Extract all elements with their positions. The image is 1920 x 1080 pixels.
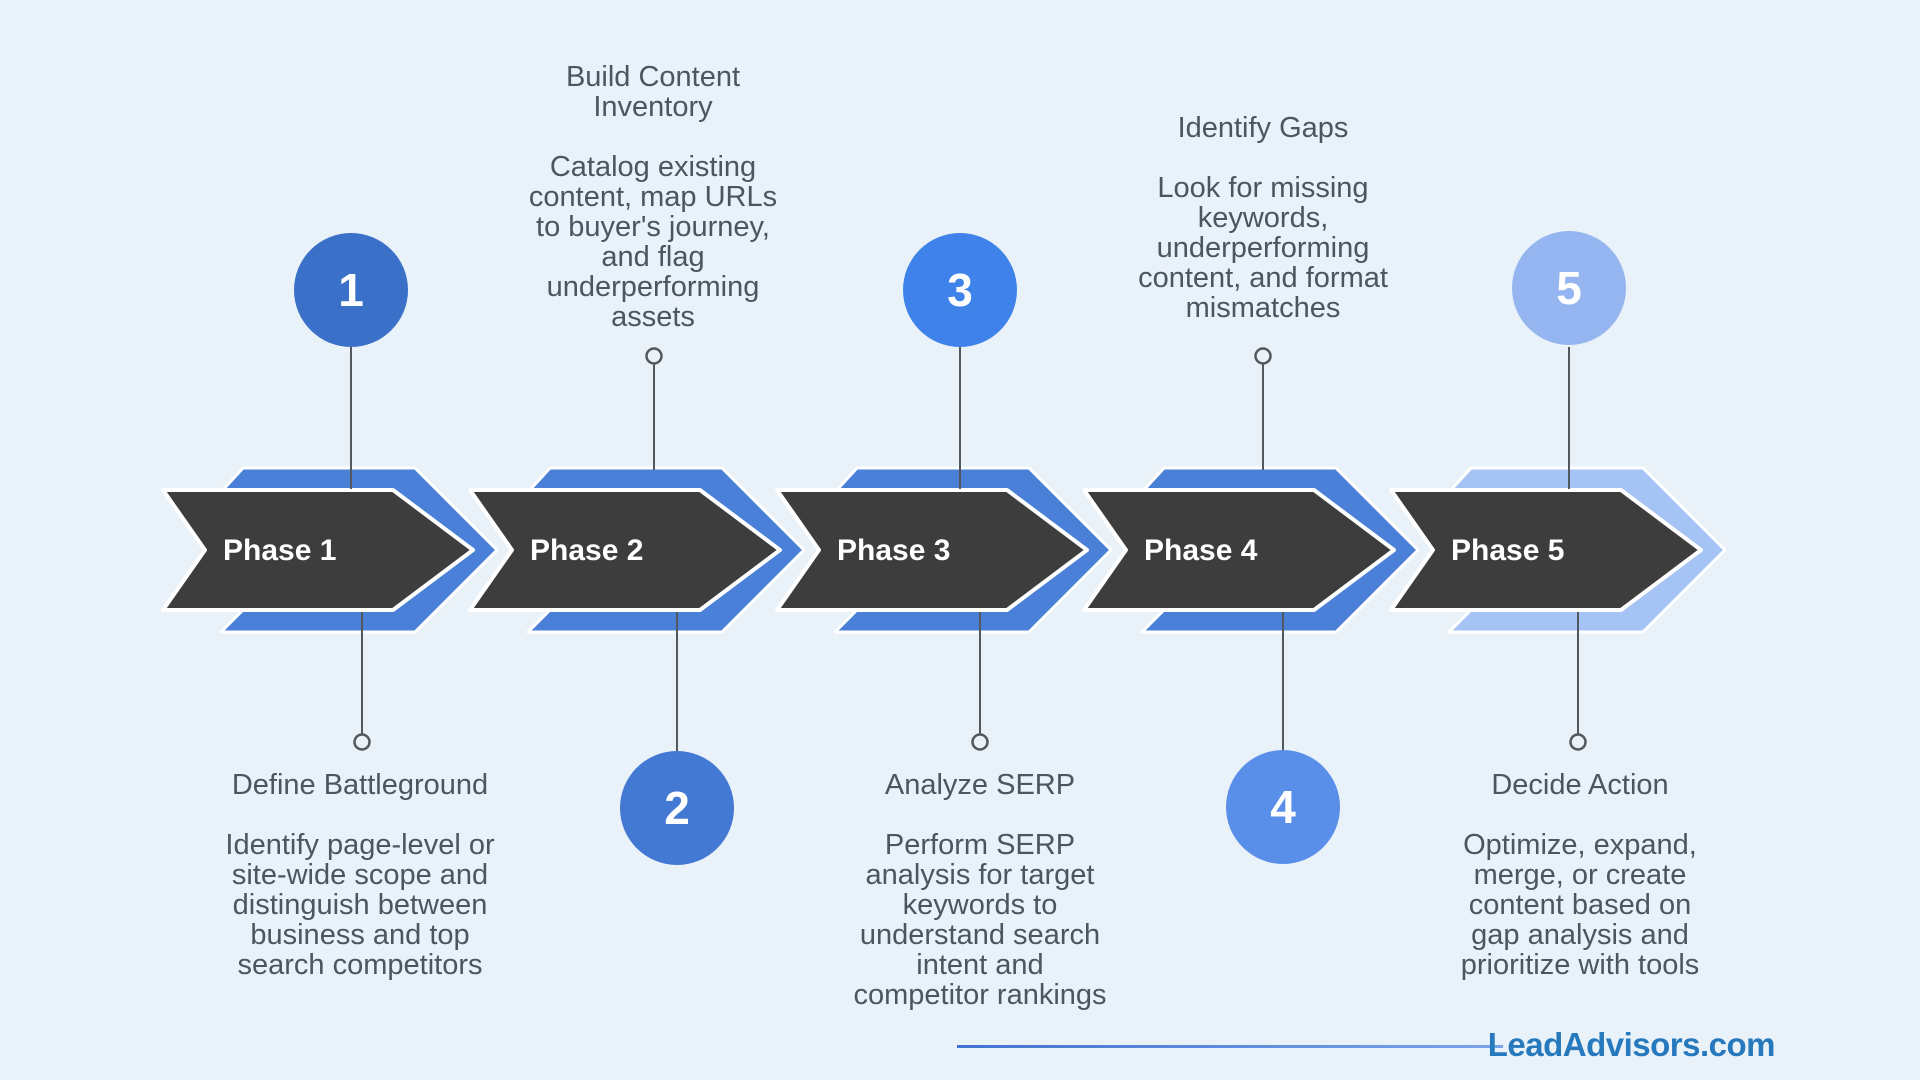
phase-2-number-badge: 2	[620, 751, 734, 865]
phase-3-number: 3	[947, 264, 973, 316]
phase-2-label: Phase 2	[530, 534, 644, 567]
brand-logo: LeadAdvisors.com	[1487, 1026, 1776, 1063]
phase-2-number: 2	[664, 782, 690, 834]
phase-3-title: Analyze SERP	[884, 769, 1076, 801]
phase-2-text-block: Build Content Inventory Catalog existing…	[503, 62, 803, 332]
phase-4-number: 4	[1270, 781, 1296, 833]
phase-5-text-block: Decide Action Optimize, expand, merge, o…	[1430, 770, 1730, 980]
phase-1-label: Phase 1	[223, 534, 337, 567]
phase-3-dark-arrow	[775, 488, 1089, 612]
phase-5-label: Phase 5	[1451, 534, 1565, 567]
footer-divider-line	[957, 1045, 1503, 1048]
phase-5-title: Decide Action	[1491, 769, 1669, 801]
phase-4-description: Look for missing keywords, underperformi…	[1138, 172, 1388, 324]
phase-1-number-badge: 1	[294, 233, 408, 347]
phase-3-label: Phase 3	[837, 534, 951, 567]
phase-5-description: Optimize, expand, merge, or create conte…	[1460, 829, 1700, 981]
phase-4-text-block: Identify Gaps Look for missing keywords,…	[1113, 113, 1413, 323]
phase-1-text-block: Define Battleground Identify page-level …	[210, 770, 510, 980]
phase-4-label: Phase 4	[1144, 534, 1258, 567]
phase-4-title: Identify Gaps	[1177, 112, 1349, 144]
phase-4-dark-arrow	[1082, 488, 1396, 612]
phase-2-description: Catalog existing content, map URLs to bu…	[528, 151, 778, 333]
phase-5-dark-arrow	[1389, 488, 1703, 612]
phase-3-text-block: Analyze SERP Perform SERP analysis for t…	[830, 770, 1130, 1010]
phase-3-description: Perform SERP analysis for target keyword…	[853, 829, 1107, 1011]
phase-3-connector-dot	[971, 733, 989, 751]
phase-1-number: 1	[338, 264, 364, 316]
phase-5-connector-dot	[1569, 733, 1587, 751]
phase-4-number-badge: 4	[1226, 750, 1340, 864]
phase-1-description: Identify page-level or site-wide scope a…	[225, 829, 495, 981]
phase-1-connector-dot	[353, 733, 371, 751]
phase-2-connector-dot	[645, 347, 663, 365]
phase-2-title: Build Content Inventory	[565, 61, 741, 123]
phase-3-number-badge: 3	[903, 233, 1017, 347]
phase-5-number: 5	[1556, 262, 1582, 314]
phase-1-dark-arrow	[161, 488, 475, 612]
phase-2-dark-arrow	[468, 488, 782, 612]
phase-1-title: Define Battleground	[231, 769, 489, 801]
phase-4-connector-dot	[1254, 347, 1272, 365]
phase-5-number-badge: 5	[1512, 231, 1626, 345]
